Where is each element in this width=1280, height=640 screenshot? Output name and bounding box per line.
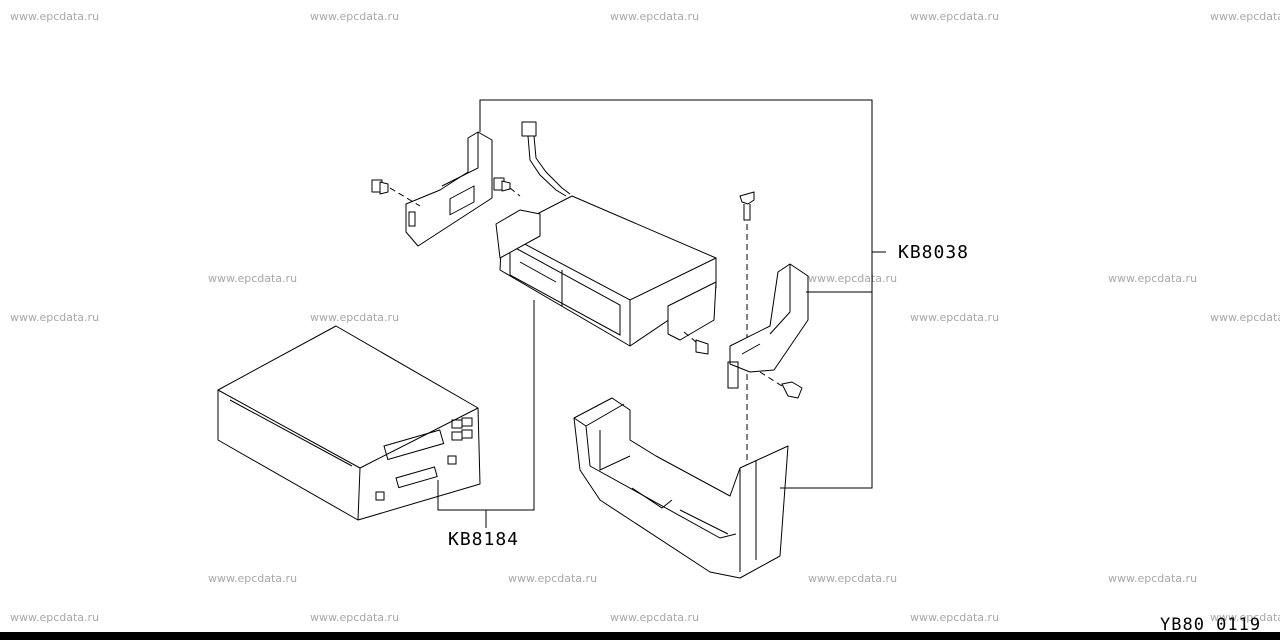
watermark: www.epcdata.ru: [10, 311, 99, 324]
callout-kb8038[interactable]: KB8038: [898, 242, 969, 263]
watermark: www.epcdata.ru: [1108, 272, 1197, 285]
watermark: www.epcdata.ru: [310, 611, 399, 624]
watermark: www.epcdata.ru: [910, 311, 999, 324]
cassette-unit-part: [495, 195, 717, 347]
diagram-code: YB80 0119: [1160, 615, 1261, 635]
watermark: www.epcdata.ru: [610, 611, 699, 624]
watermark: www.epcdata.ru: [910, 10, 999, 23]
watermark: www.epcdata.ru: [808, 572, 897, 585]
screw-bracket-part: [759, 371, 803, 399]
watermark: www.epcdata.ru: [310, 10, 399, 23]
watermark: www.epcdata.ru: [208, 572, 297, 585]
callout-kb8184[interactable]: KB8184: [448, 529, 519, 550]
radio-unit-part: [217, 325, 481, 521]
screw-vertical-part: [739, 191, 755, 470]
watermark: www.epcdata.ru: [1210, 311, 1280, 324]
watermark: www.epcdata.ru: [310, 311, 399, 324]
leader-lines: [437, 99, 886, 528]
screw-right-lower-part: [683, 331, 709, 355]
right-bracket-part: [727, 263, 809, 389]
watermark: www.epcdata.ru: [808, 272, 897, 285]
base-tray-part: [573, 397, 789, 579]
watermark: www.epcdata.ru: [10, 10, 99, 23]
watermark: www.epcdata.ru: [10, 611, 99, 624]
watermark: www.epcdata.ru: [1108, 572, 1197, 585]
left-bracket-part: [405, 131, 493, 247]
screw-mid-part: [493, 177, 521, 197]
watermark: www.epcdata.ru: [1210, 611, 1280, 624]
cable-connector-part: [521, 121, 571, 197]
bottom-bar: [0, 632, 1280, 640]
watermark: www.epcdata.ru: [1210, 10, 1280, 23]
watermark: www.epcdata.ru: [508, 572, 597, 585]
watermark: www.epcdata.ru: [910, 611, 999, 624]
watermark: www.epcdata.ru: [208, 272, 297, 285]
screw-left-part: [371, 179, 421, 207]
watermark: www.epcdata.ru: [610, 10, 699, 23]
